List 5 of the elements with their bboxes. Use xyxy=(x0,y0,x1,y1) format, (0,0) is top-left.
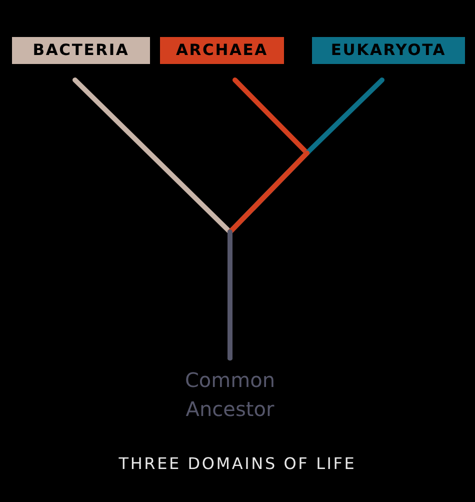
domain-label: ARCHAEA xyxy=(160,37,284,64)
domain-label: EUKARYOTA xyxy=(312,37,465,64)
ancestor-label: Common Ancestor xyxy=(150,366,310,424)
diagram-title: THREE DOMAINS OF LIFE xyxy=(118,454,358,473)
domain-label: BACTERIA xyxy=(12,37,150,64)
